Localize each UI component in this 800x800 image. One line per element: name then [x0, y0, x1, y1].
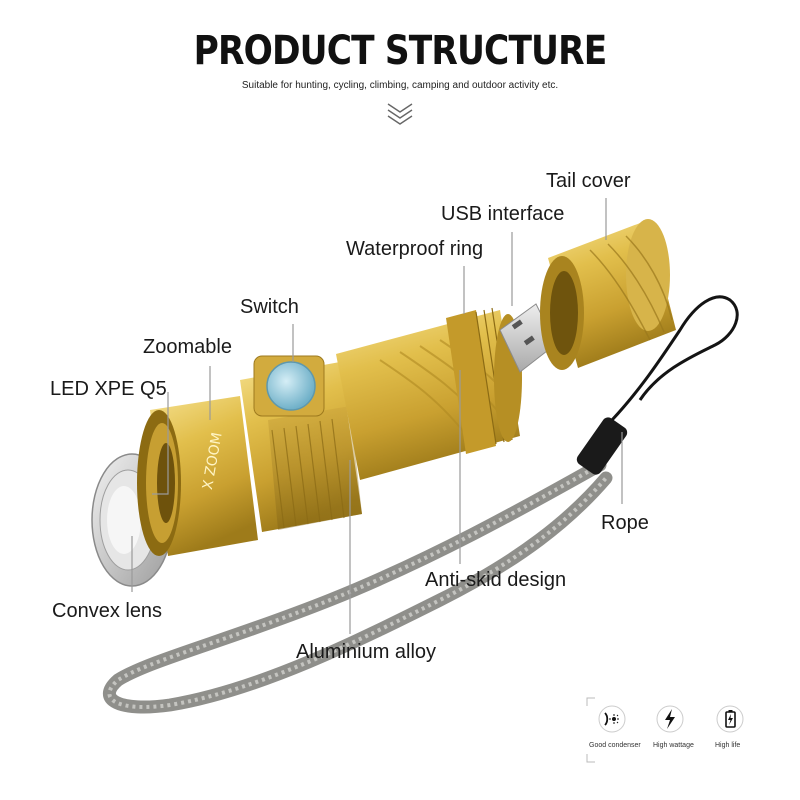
- tail-cover: [540, 219, 676, 370]
- feature-label-wattage: High wattage: [653, 742, 694, 749]
- lightning-icon: [656, 705, 684, 733]
- waterproof-ring-label: Waterproof ring: [346, 238, 484, 260]
- main-tube: [336, 307, 522, 480]
- anti-skid-label: Anti-skid design: [425, 569, 567, 591]
- switch-body: [240, 355, 362, 532]
- convex-lens-label: Convex lens: [52, 600, 163, 622]
- led-label: LED XPE Q5: [50, 378, 167, 400]
- feature-badges: Good condenser High wattage High life: [585, 696, 765, 766]
- zoomable-label: Zoomable: [143, 336, 232, 358]
- rope-label: Rope: [601, 512, 649, 534]
- aluminium-alloy-label: Aluminium alloy: [296, 641, 437, 663]
- callout-lines: [131, 198, 623, 634]
- badge-frame: [586, 697, 595, 763]
- feature-label-condenser: Good condenser: [589, 742, 641, 749]
- condenser-icon: [598, 705, 626, 733]
- feature-label-life: High life: [715, 742, 741, 749]
- page-subtitle: Suitable for hunting, cycling, climbing,…: [241, 80, 559, 91]
- usb-interface-label: USB interface: [441, 203, 565, 225]
- rope: [102, 295, 739, 714]
- battery-icon: [716, 705, 744, 733]
- chevron-down-icon: [387, 103, 413, 125]
- switch-label: Switch: [240, 296, 299, 318]
- tail-cover-label: Tail cover: [546, 170, 631, 192]
- page-title: PRODUCT STRUCTURE: [193, 28, 608, 74]
- flashlight-head: X ZOOM: [137, 396, 258, 556]
